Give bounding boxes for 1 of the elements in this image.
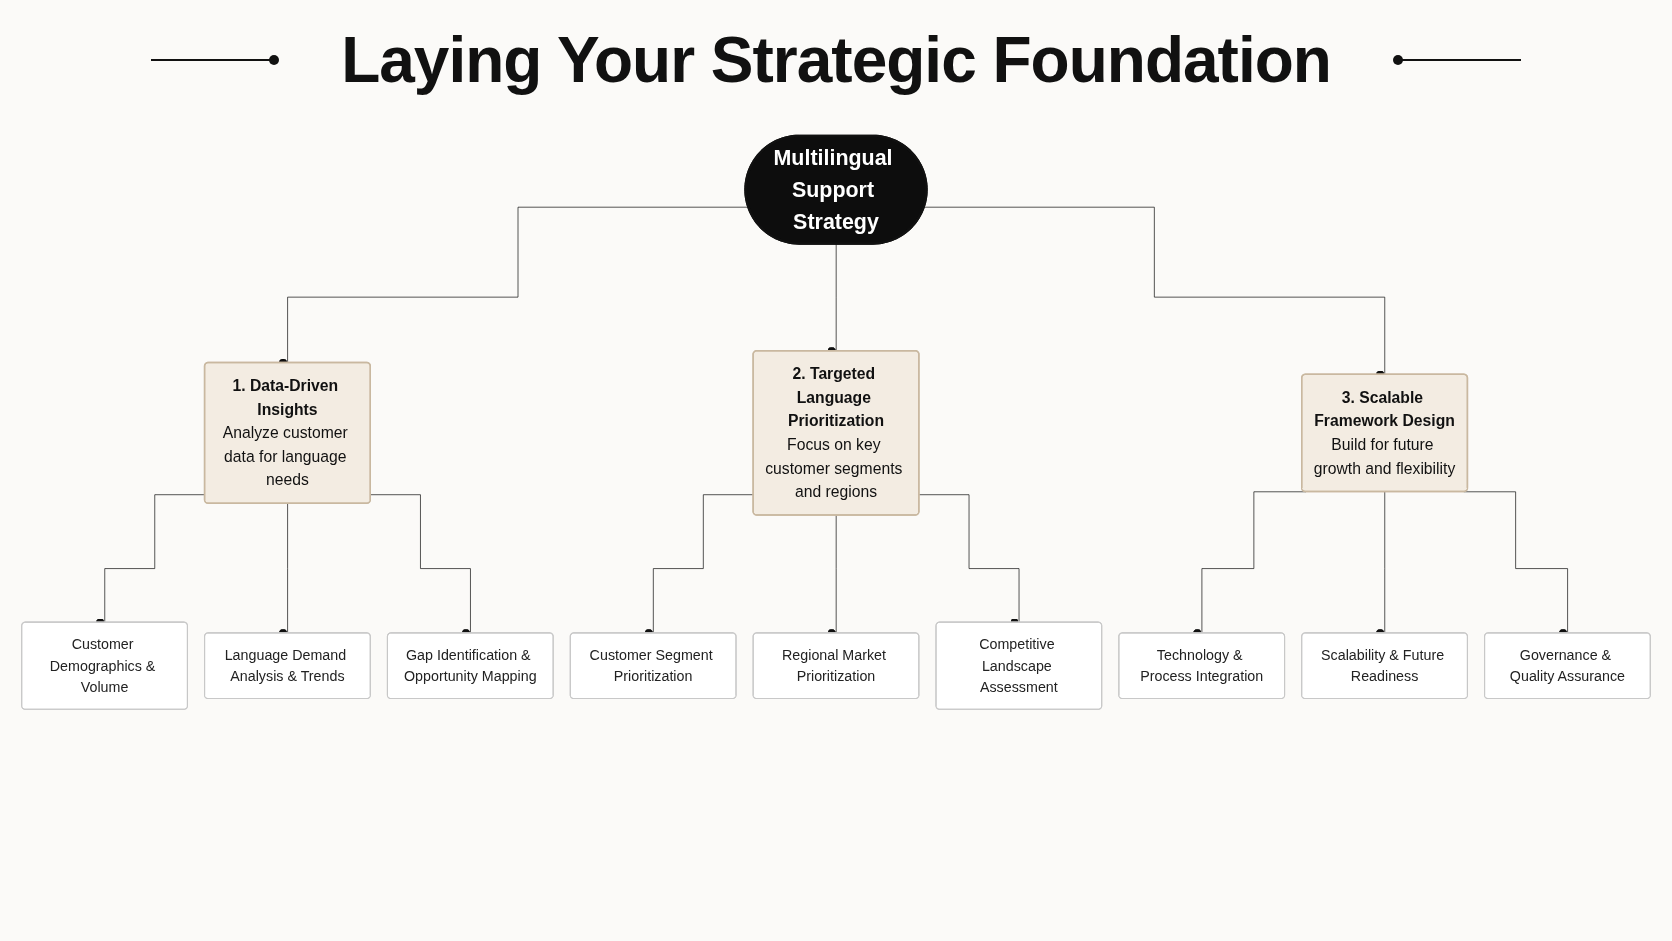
title: Laying Your Strategic Foundation bbox=[341, 23, 1331, 97]
